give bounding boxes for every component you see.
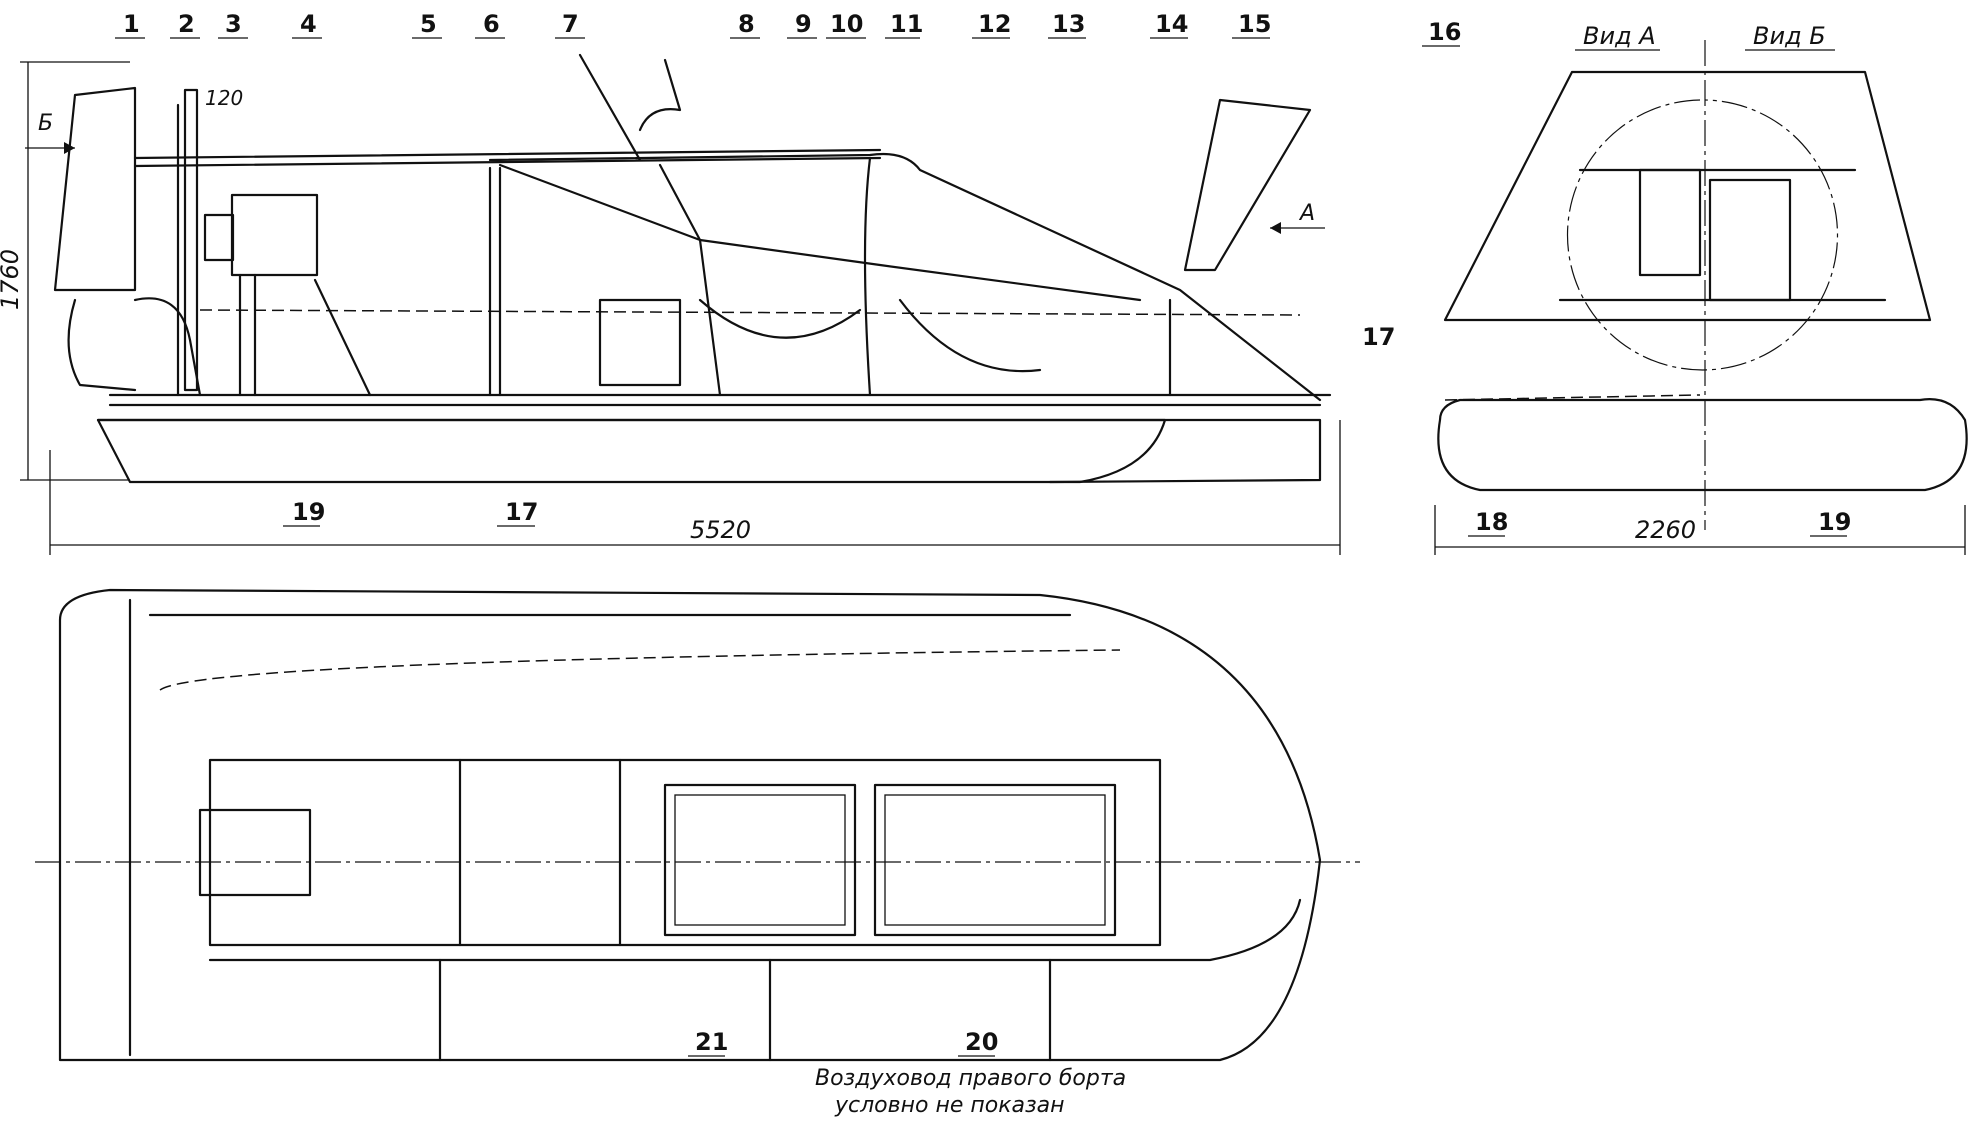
callout-10: 10 <box>830 10 863 38</box>
dim-height: 1760 <box>0 249 24 310</box>
callout-6: 6 <box>483 10 500 38</box>
callout-18: 18 <box>1475 508 1508 536</box>
callout-17a: 17 <box>1362 323 1395 351</box>
cockpit-rear-panel <box>873 783 1117 937</box>
view-b-label: Вид Б <box>1753 22 1826 50</box>
callout-9: 9 <box>795 10 812 38</box>
callout-19b: 19 <box>1818 508 1851 536</box>
callout-7: 7 <box>562 10 579 38</box>
callout-3: 3 <box>225 10 242 38</box>
lower-body <box>96 418 1322 484</box>
rudder-fin <box>53 86 137 292</box>
leader-lines <box>115 37 1847 1057</box>
fuel-can <box>598 298 682 387</box>
side-view <box>20 53 1341 555</box>
callout-17b: 17 <box>505 498 538 526</box>
callout-13: 13 <box>1052 10 1085 38</box>
arrow-b-label: Б <box>38 111 53 136</box>
plan-outline <box>58 588 1322 1062</box>
note-line-1: Воздуховод правого борта <box>815 1066 1126 1091</box>
callout-19a: 19 <box>292 498 325 526</box>
dim-length: 5520 <box>690 516 751 544</box>
callout-15: 15 <box>1238 10 1271 38</box>
callout-5: 5 <box>420 10 437 38</box>
canopy-frame <box>488 152 1322 402</box>
plan-view <box>35 588 1360 1062</box>
spoiler <box>1183 98 1312 272</box>
dim-width: 2260 <box>1635 516 1696 544</box>
front-view <box>1434 40 1968 555</box>
hull-skirt <box>96 418 1167 484</box>
arrow-a-label: А <box>1298 201 1315 226</box>
callout-2: 2 <box>178 10 195 38</box>
callout-labels: 1 2 3 4 5 6 7 8 9 10 11 12 13 14 15 16 1… <box>123 10 1851 1056</box>
callout-11: 11 <box>890 10 923 38</box>
callout-4: 4 <box>300 10 317 38</box>
callout-8: 8 <box>738 10 755 38</box>
callout-12: 12 <box>978 10 1011 38</box>
engine <box>230 193 319 277</box>
note-line-2: условно не показан <box>834 1093 1065 1118</box>
callout-16: 16 <box>1428 18 1461 46</box>
cockpit-front-panel <box>663 783 857 937</box>
callout-21: 21 <box>695 1028 728 1056</box>
side-pontoons <box>1437 398 1968 492</box>
dim-offset: 120 <box>205 86 243 110</box>
fan-duct <box>67 297 202 397</box>
callout-20: 20 <box>965 1028 998 1056</box>
callout-14: 14 <box>1155 10 1188 38</box>
callout-1: 1 <box>123 10 140 38</box>
view-a-label: Вид А <box>1583 22 1656 50</box>
